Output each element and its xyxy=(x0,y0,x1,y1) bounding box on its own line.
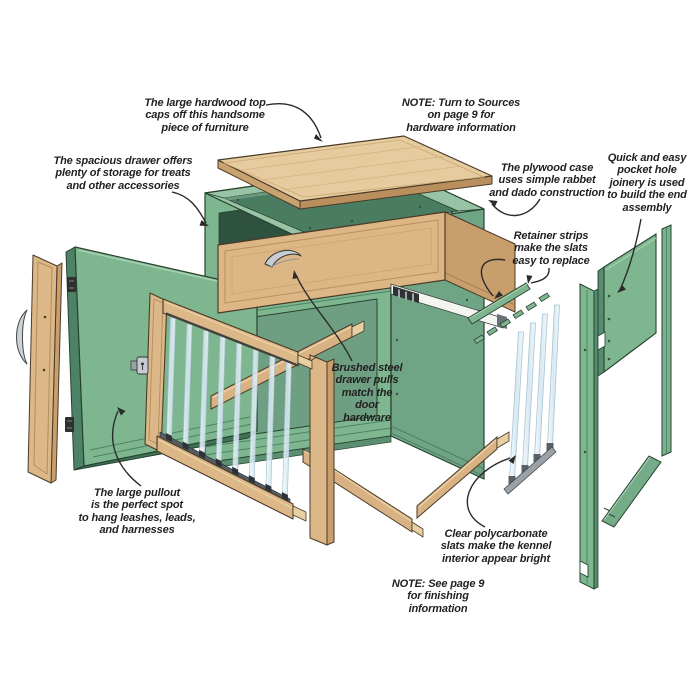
note-finishing: NOTE: See page 9 for finishing informati… xyxy=(385,578,491,615)
note-sources: NOTE: Turn to Sources on page 9 for hard… xyxy=(401,97,521,134)
note-text: See page 9 for finishing information xyxy=(407,578,485,615)
label-hardwood-top: The large hardwood top caps off this han… xyxy=(144,97,266,134)
leader-arrowheads xyxy=(117,134,626,464)
label-plywood-case: The plywood case uses simple rabbet and … xyxy=(489,162,605,199)
note-prefix: NOTE: xyxy=(391,578,426,590)
end-panel xyxy=(597,232,657,377)
retainer-strip xyxy=(467,282,531,325)
door-stile xyxy=(16,254,63,484)
label-pocket-hole: Quick and easy pocket hole joinery is us… xyxy=(607,152,687,214)
polycarbonate-slats xyxy=(503,304,560,495)
base-rail-right xyxy=(416,431,510,520)
drawer xyxy=(217,211,516,314)
gate-post xyxy=(309,354,335,546)
retainer-clips xyxy=(473,292,551,345)
door-handle xyxy=(16,309,28,365)
end-assembly-stile xyxy=(579,283,599,590)
label-retainer-strips: Retainer strips make the slats easy to r… xyxy=(512,230,590,267)
kennel-gate xyxy=(130,292,313,522)
gate-latch xyxy=(130,356,149,375)
gate-slat-retainers xyxy=(166,433,288,501)
label-large-pullout: The large pullout is the perfect spot to… xyxy=(78,487,196,537)
end-assembly-strip xyxy=(661,224,672,457)
note-text: Turn to Sources on page 9 for hardware i… xyxy=(406,97,521,134)
note-prefix: NOTE: xyxy=(401,97,436,109)
leader-lines xyxy=(111,103,642,528)
hardwood-top-panel xyxy=(217,135,493,210)
slat-retainer-bar xyxy=(503,446,557,495)
end-bottom-rail xyxy=(601,455,662,528)
label-spacious-drawer: The spacious drawer offers plenty of sto… xyxy=(53,155,193,192)
drawer-pull xyxy=(264,249,302,268)
label-drawer-pulls: Brushed steel drawer pulls match the doo… xyxy=(331,362,403,424)
hinges xyxy=(65,277,76,432)
label-clear-slats: Clear polycarbonate slats make the kenne… xyxy=(440,528,552,565)
